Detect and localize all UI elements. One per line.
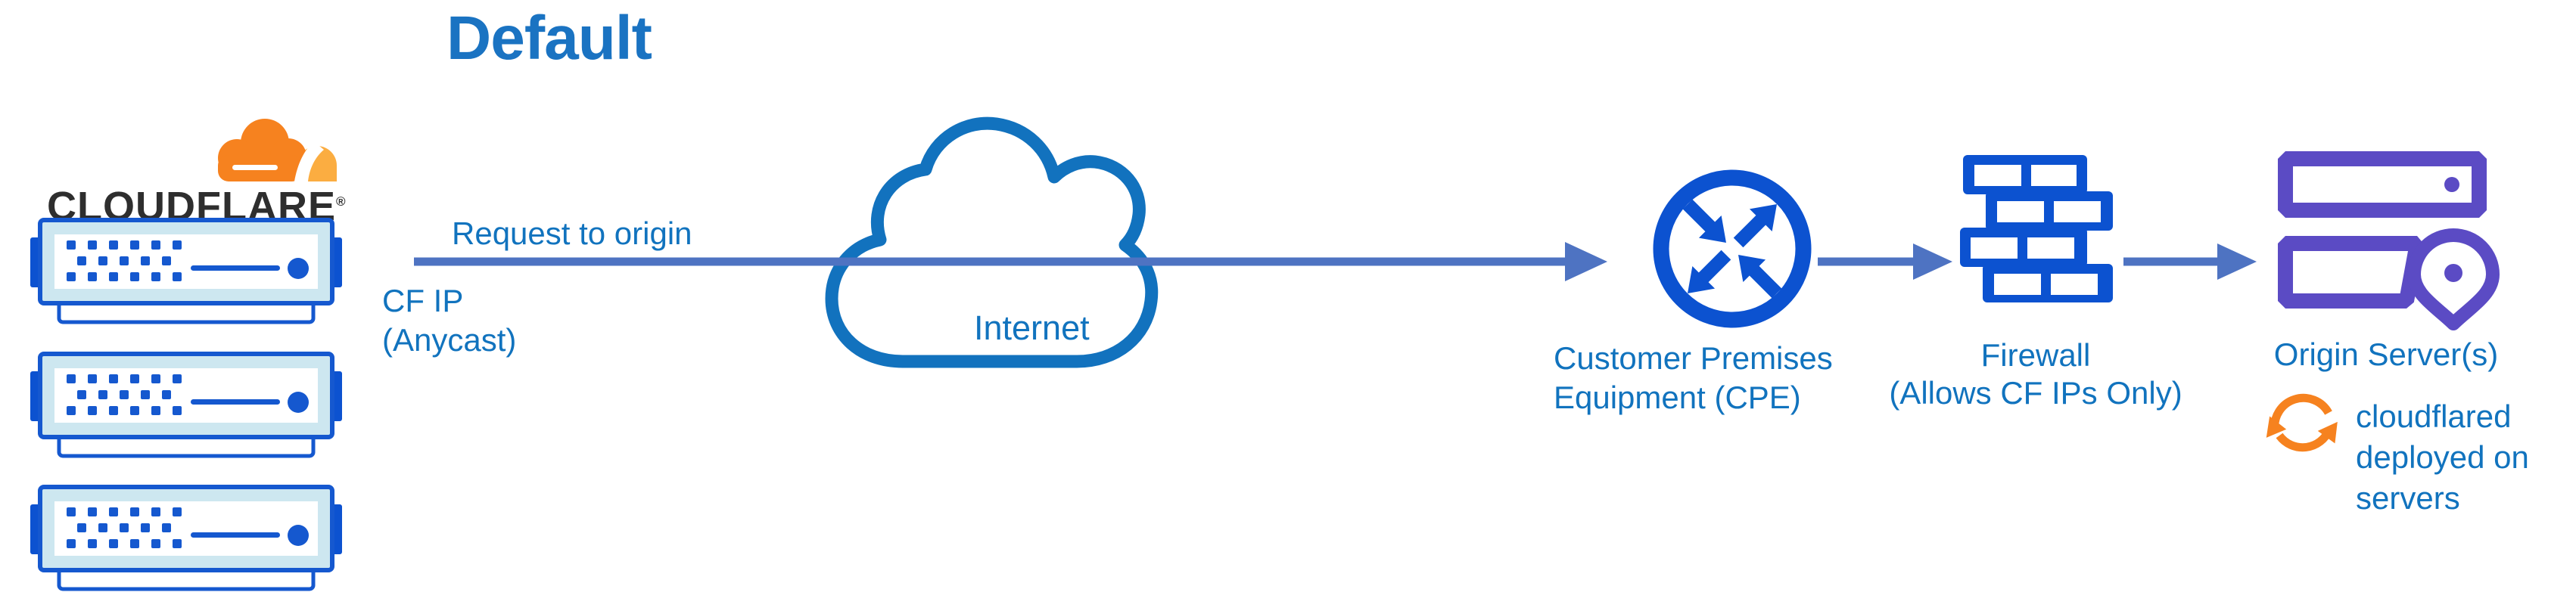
cloudflared-label-line1: cloudflared — [2356, 398, 2512, 434]
internet-label: Internet — [974, 309, 1090, 347]
cf-ip-line: CF IP — [382, 283, 464, 318]
edge-server-icon — [30, 485, 342, 591]
origin-servers-label: Origin Server(s) — [2273, 336, 2499, 372]
anycast-line: (Anycast) — [382, 322, 517, 358]
arrowhead-to-cpe — [1565, 242, 1607, 281]
cpe-label-line2: Equipment (CPE) — [1554, 380, 1801, 415]
edge-server-icon — [30, 352, 342, 458]
edge-server-icon — [30, 218, 342, 324]
page-title: Default — [446, 4, 652, 73]
request-to-origin-label: Request to origin — [452, 216, 692, 251]
firewall-label: Firewall (Allows CF IPs Only) — [1846, 336, 2225, 412]
firewall-to-origin-arrow — [2123, 243, 2257, 280]
cpe-label: Customer Premises Equipment (CPE) — [1554, 339, 1833, 417]
firewall-icon — [1960, 155, 2113, 302]
cloudflared-sync-icon — [2266, 393, 2338, 452]
cpe-router-icon — [1653, 169, 1812, 328]
arrowhead-to-origin — [2217, 243, 2257, 280]
firewall-label-line2: (Allows CF IPs Only) — [1889, 375, 2182, 411]
firewall-label-line1: Firewall — [1980, 337, 2091, 373]
arrowhead-to-firewall — [1913, 243, 1952, 280]
origin-servers-icon — [2278, 151, 2500, 330]
cpe-label-line1: Customer Premises — [1554, 340, 1833, 376]
cf-ip-anycast-label: CF IP (Anycast) — [382, 281, 516, 360]
cpe-to-firewall-arrow — [1818, 243, 1952, 280]
cloudflared-label-line2: deployed on — [2356, 439, 2529, 475]
cloudflare-logo-icon — [218, 119, 337, 181]
cloudflared-label-line3: servers — [2356, 480, 2460, 516]
registered-trademark: ® — [335, 194, 347, 209]
cloudflared-label: cloudflared deployed on servers — [2356, 396, 2529, 519]
